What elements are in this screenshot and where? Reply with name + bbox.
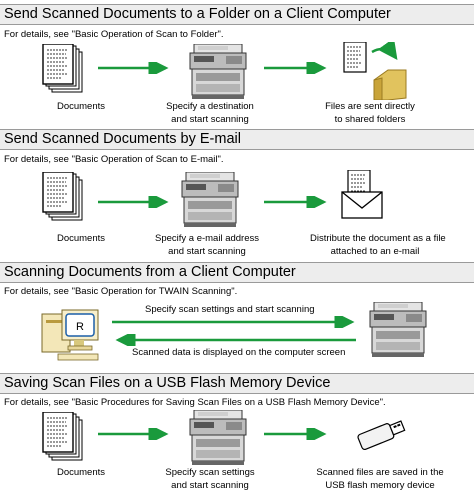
flow-arrow-left xyxy=(115,334,356,346)
scanner-machine-icon xyxy=(369,302,427,358)
step-label: Documents xyxy=(56,467,106,478)
envelope-icon xyxy=(341,170,383,219)
document-stack-icon xyxy=(42,44,83,93)
flow-arrow xyxy=(98,196,169,208)
details-note: For details, see "Basic Operation of Sca… xyxy=(4,29,224,40)
details-note: For details, see "Basic Operation of Sca… xyxy=(4,154,224,165)
document-stack-icon xyxy=(42,172,83,221)
shared-folder-icon xyxy=(343,42,407,100)
step-label: Documents xyxy=(56,101,106,112)
flow-arrow xyxy=(264,428,327,440)
scanner-machine-icon xyxy=(189,44,247,100)
section-title: Scanning Documents from a Client Compute… xyxy=(4,264,296,280)
step-label: Documents xyxy=(56,233,106,244)
flow-arrow xyxy=(264,196,327,208)
flow-arrow xyxy=(98,62,169,74)
details-note: For details, see "Basic Operation for TW… xyxy=(4,286,238,297)
flow-arrow-right xyxy=(112,316,355,328)
section-header-usb: Saving Scan Files on a USB Flash Memory … xyxy=(0,373,474,394)
scanner-machine-icon xyxy=(189,410,247,466)
arrow-label-send: Specify scan settings and start scanning xyxy=(145,304,315,315)
computer-icon: R xyxy=(41,309,99,361)
section-title: Saving Scan Files on a USB Flash Memory … xyxy=(4,375,331,391)
section-header-email: Send Scanned Documents by E-mail xyxy=(0,129,474,150)
flow-arrow xyxy=(264,62,327,74)
section-title: Send Scanned Documents to a Folder on a … xyxy=(4,6,391,22)
section-header-folder: Send Scanned Documents to a Folder on a … xyxy=(0,4,474,25)
section-header-twain: Scanning Documents from a Client Compute… xyxy=(0,262,474,283)
document-stack-icon xyxy=(42,412,83,461)
usb-drive-icon xyxy=(357,420,406,451)
arrow-label-receive: Scanned data is displayed on the compute… xyxy=(132,347,346,358)
section-title: Send Scanned Documents by E-mail xyxy=(4,131,241,147)
details-note: For details, see "Basic Procedures for S… xyxy=(4,397,386,408)
twain-badge: R xyxy=(76,321,84,333)
scanner-machine-icon xyxy=(181,172,239,228)
flow-arrow xyxy=(98,428,169,440)
